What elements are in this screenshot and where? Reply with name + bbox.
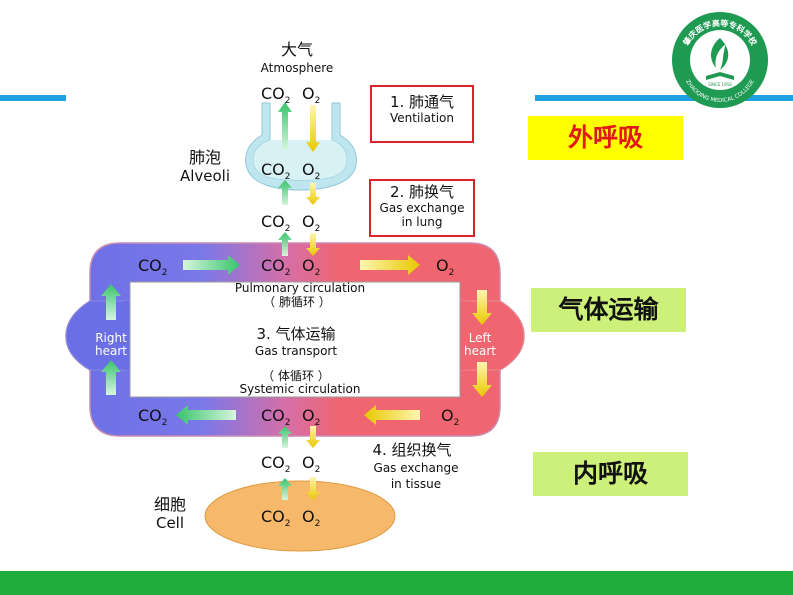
o2-down-arrow-1 bbox=[306, 105, 320, 152]
cell-en: Cell bbox=[156, 514, 184, 532]
left-heart-label-1: Left bbox=[469, 331, 492, 345]
loop-left-co2: CO2 bbox=[138, 256, 168, 278]
o2-right-arrow bbox=[360, 255, 420, 275]
co2-right-arrow bbox=[183, 255, 240, 275]
left-heart-down-arrow-bottom bbox=[472, 362, 492, 397]
right-heart-up-arrow-top bbox=[101, 284, 121, 320]
gas-transport-label: 气体运输 bbox=[531, 288, 686, 332]
alveoli-en: Alveoli bbox=[180, 167, 230, 185]
step2-box: 2. 肺换气 Gas exchange in lung bbox=[369, 179, 475, 237]
alveoli-co2: CO2 bbox=[261, 160, 291, 182]
capillary-co2: CO2 bbox=[261, 212, 291, 234]
atmosphere-cn: 大气 bbox=[281, 40, 313, 59]
step2-en2: in lung bbox=[401, 215, 443, 229]
cell-cn: 细胞 bbox=[154, 495, 186, 514]
pulmonary-circulation-en: Pulmonary circulation bbox=[235, 281, 365, 295]
co2-left-arrow bbox=[176, 405, 236, 425]
right-heart-label-2: heart bbox=[95, 344, 127, 358]
step1-en: Ventilation bbox=[390, 111, 454, 125]
step2-en1: Gas exchange bbox=[379, 201, 465, 215]
step4-en1: Gas exchange bbox=[374, 461, 459, 475]
loop-bottom-co2: CO2 bbox=[138, 406, 168, 428]
step2-cn: 2. 肺换气 bbox=[389, 183, 455, 201]
logo-leaf-icon bbox=[711, 38, 729, 70]
capillary-o2: O2 bbox=[302, 212, 320, 234]
atmosphere-co2: CO2 bbox=[261, 84, 291, 106]
cell-o2: O2 bbox=[302, 507, 320, 529]
cell-shape bbox=[204, 480, 396, 552]
systemic-circulation-cn: （ 体循环 ） bbox=[262, 369, 330, 383]
tissue-co2: CO2 bbox=[261, 453, 291, 475]
college-logo: 肇庆医学高等专科学校 ZHAOQING MEDICAL COLLEGE SINC… bbox=[672, 12, 768, 108]
co2-up-arrow-1 bbox=[278, 102, 292, 150]
bottom-bar bbox=[0, 571, 793, 595]
systemic-co2: CO2 bbox=[261, 406, 291, 428]
internal-respiration-label: 内呼吸 bbox=[533, 452, 688, 496]
atmosphere-o2: O2 bbox=[302, 84, 320, 106]
pulmonary-o2: O2 bbox=[302, 256, 320, 278]
gas-arrows-horizontal bbox=[101, 255, 492, 425]
step4-en2: in tissue bbox=[391, 477, 441, 491]
systemic-o2: O2 bbox=[302, 406, 320, 428]
loop-bottom-o2: O2 bbox=[441, 406, 459, 428]
pulmonary-co2: CO2 bbox=[261, 256, 291, 278]
external-respiration-label: 外呼吸 bbox=[528, 116, 683, 160]
top-bar-right bbox=[535, 95, 793, 101]
step4-cn: 4. 组织换气 bbox=[372, 441, 451, 459]
alveoli-cn: 肺泡 bbox=[189, 148, 221, 167]
pulmonary-circulation-cn: （ 肺循环 ） bbox=[263, 295, 331, 309]
step3-en: Gas transport bbox=[255, 344, 337, 358]
alveoli-o2: O2 bbox=[302, 160, 320, 182]
tissue-o2: O2 bbox=[302, 453, 320, 475]
right-heart-up-arrow-bottom bbox=[101, 360, 121, 395]
right-heart-label-1: Right bbox=[95, 331, 127, 345]
top-bar-left bbox=[0, 95, 66, 101]
left-heart bbox=[459, 300, 525, 371]
gas-arrows-vertical bbox=[278, 102, 320, 500]
cell-co2: CO2 bbox=[261, 507, 291, 529]
loop-right-o2: O2 bbox=[436, 256, 454, 278]
step1-box: 1. 肺通气 Ventilation bbox=[370, 85, 474, 143]
atmosphere-en: Atmosphere bbox=[261, 61, 334, 75]
step3-cn: 3. 气体运输 bbox=[256, 325, 335, 343]
logo-since: SINCE 1958 bbox=[708, 82, 732, 87]
left-heart-label-2: heart bbox=[464, 344, 496, 358]
o2-left-arrow bbox=[364, 405, 420, 425]
systemic-circulation-en: Systemic circulation bbox=[240, 382, 361, 396]
step1-cn: 1. 肺通气 bbox=[389, 93, 455, 111]
left-heart-down-arrow-top bbox=[472, 290, 492, 325]
